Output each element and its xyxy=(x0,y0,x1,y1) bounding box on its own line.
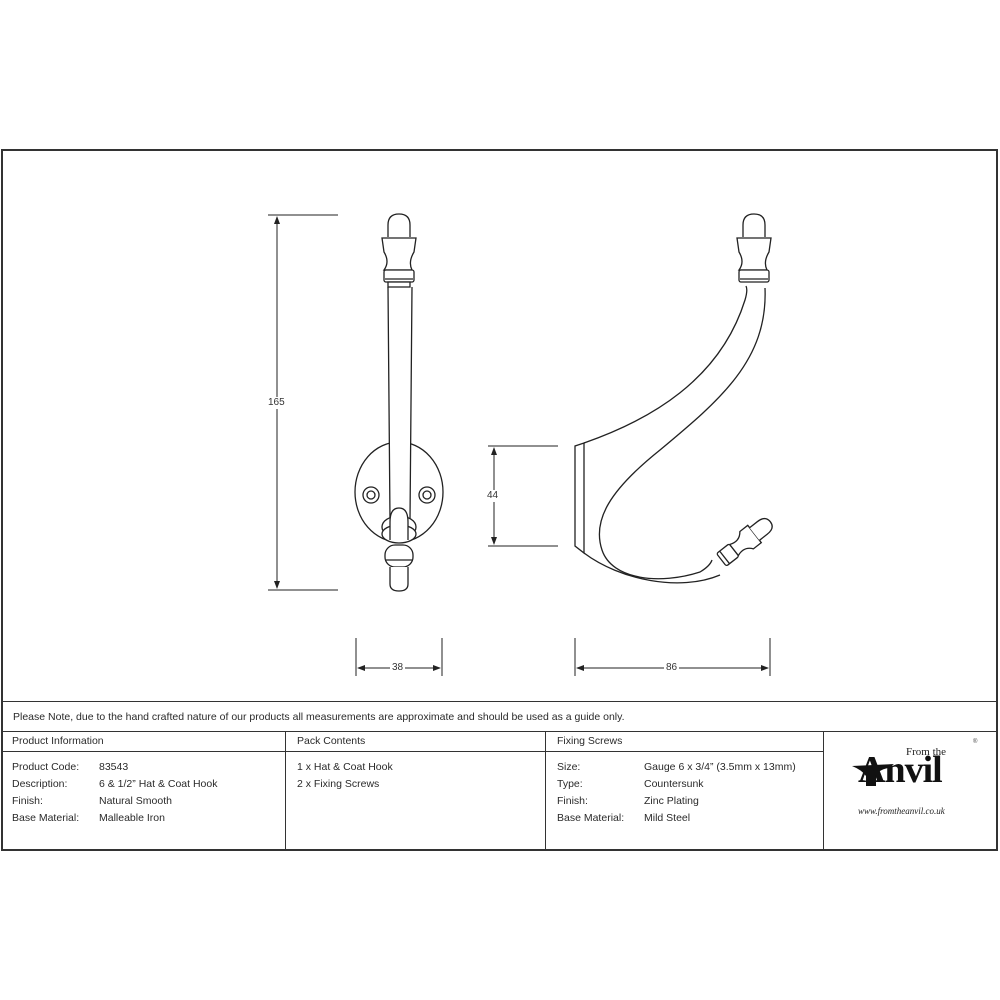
spec-label: Base Material: xyxy=(12,812,80,824)
spec-row: Base Material: Malleable Iron xyxy=(12,810,285,827)
column-divider xyxy=(545,732,546,851)
spec-row: Base Material: Mild Steel xyxy=(557,810,823,827)
spec-label: Base Material: xyxy=(557,812,625,824)
column-divider xyxy=(823,732,824,851)
spec-row: Finish: Natural Smooth xyxy=(12,793,285,810)
dimension-label-height: 165 xyxy=(266,397,287,409)
spec-value: Mild Steel xyxy=(644,812,691,824)
pack-contents-heading: Pack Contents xyxy=(286,732,545,752)
spec-value: Malleable Iron xyxy=(99,812,165,824)
drawing-sheet-border xyxy=(1,149,998,851)
product-information-heading: Product Information xyxy=(1,732,285,752)
spec-label: Type: xyxy=(557,778,583,790)
spec-value: Gauge 6 x 3/4” (3.5mm x 13mm) xyxy=(644,761,796,773)
spec-row: Type: Countersunk xyxy=(557,776,823,793)
spec-table: Product Information Product Code: 83543 D… xyxy=(1,731,998,851)
spec-value: Countersunk xyxy=(644,778,704,790)
pack-item: 2 x Fixing Screws xyxy=(297,778,380,790)
spec-label: Description: xyxy=(12,778,68,790)
spec-label: Size: xyxy=(557,761,581,773)
spec-row: Product Code: 83543 xyxy=(12,759,285,776)
front-view-hook xyxy=(354,213,444,592)
measurement-note: Please Note, due to the hand crafted nat… xyxy=(1,701,998,731)
dimension-label-width: 38 xyxy=(390,662,406,674)
anvil-icon xyxy=(852,764,894,786)
side-view-hook xyxy=(574,213,773,584)
pack-contents-section: Pack Contents 1 x Hat & Coat Hook 2 x Fi… xyxy=(286,732,545,851)
logo-from-text: From the xyxy=(906,746,947,758)
dimension-label-plate-height: 44 xyxy=(485,490,501,502)
logo-brand: Anvil xyxy=(858,749,943,791)
logo-registered-mark: ® xyxy=(973,739,978,745)
spec-label: Finish: xyxy=(12,795,43,807)
spec-value: Zinc Plating xyxy=(644,795,699,807)
spec-label: Product Code: xyxy=(12,761,80,773)
spec-value: 83543 xyxy=(99,761,129,773)
dimension-label-projection: 86 xyxy=(664,662,680,674)
spec-row: Finish: Zinc Plating xyxy=(557,793,823,810)
logo-url: www.fromtheanvil.co.uk xyxy=(858,806,945,816)
spec-value: 6 & 1/2” Hat & Coat Hook xyxy=(99,778,218,790)
spec-row: Size: Gauge 6 x 3/4” (3.5mm x 13mm) xyxy=(557,759,823,776)
column-divider xyxy=(285,732,286,851)
fixing-screws-section: Fixing Screws Size: Gauge 6 x 3/4” (3.5mm… xyxy=(546,732,823,851)
spec-value: Natural Smooth xyxy=(99,795,172,807)
fixing-screws-heading: Fixing Screws xyxy=(546,732,823,752)
spec-row: Description: 6 & 1/2” Hat & Coat Hook xyxy=(12,776,285,793)
product-information-section: Product Information Product Code: 83543 D… xyxy=(1,732,285,851)
from-the-anvil-logo: From the Anvil ® www.fromtheanvil.co.uk xyxy=(824,732,998,850)
spec-label: Finish: xyxy=(557,795,588,807)
pack-item: 1 x Hat & Coat Hook xyxy=(297,761,393,773)
